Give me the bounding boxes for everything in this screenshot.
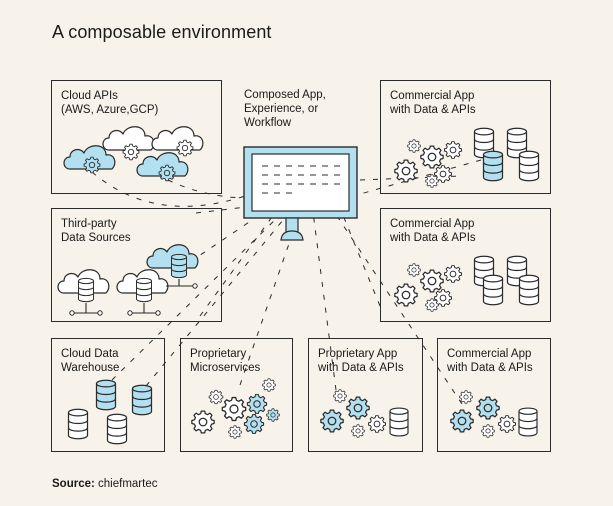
monitor-icon <box>243 146 358 241</box>
database-icon <box>106 413 128 445</box>
connector-line <box>339 207 381 307</box>
box-label: Commercial App with Data & APIs <box>447 348 533 374</box>
cloud-gear-icons <box>63 126 204 182</box>
database-icons <box>67 379 153 445</box>
database-icon <box>136 277 152 303</box>
page-title: A composable environment <box>52 22 272 42</box>
source-text: chiefmartec <box>94 478 158 490</box>
box-label: Proprietary Microservices <box>190 348 261 374</box>
gear-icon <box>176 139 194 157</box>
database-icon <box>67 408 89 440</box>
box-label: Third-party Data Sources <box>61 218 131 244</box>
connector-line <box>91 171 263 207</box>
center-label: Composed App, Experience, or Workflow <box>244 89 326 129</box>
box-label: Proprietary App with Data & APIs <box>318 348 404 374</box>
box-third-party-data: Third-party Data Sources <box>51 208 222 322</box>
gear-database-icons <box>394 255 540 312</box>
source-credit: Source: chiefmartec <box>52 478 157 490</box>
gear-database-icons <box>320 389 409 438</box>
cloud-database-icons <box>57 244 199 316</box>
gear-icon <box>122 143 140 161</box>
connector-line <box>145 213 289 387</box>
gear-icon <box>158 164 176 182</box>
gear-icons <box>191 378 280 439</box>
box-commercial-app-middle: Commercial App with Data & APIs <box>380 208 551 322</box>
box-proprietary-app: Proprietary App with Data & APIs <box>308 338 423 452</box>
gear-icon <box>83 156 101 174</box>
database-icon <box>95 379 117 411</box>
box-label: Commercial App with Data & APIs <box>390 90 476 116</box>
source-prefix: Source: <box>52 478 95 490</box>
box-label: Cloud APIs (AWS, Azure,GCP) <box>61 90 159 116</box>
connector-line <box>312 211 337 391</box>
box-label: Commercial App with Data & APIs <box>390 218 476 244</box>
connector-line <box>111 212 283 381</box>
connector-line <box>332 209 463 405</box>
database-icon <box>78 277 94 303</box>
database-icon <box>171 253 187 279</box>
connector-line <box>199 209 278 317</box>
connector-line <box>239 211 301 386</box>
gear-database-icons <box>450 390 538 438</box>
database-icon <box>131 384 153 416</box>
connector-line <box>359 175 463 181</box>
box-label: Cloud Data Warehouse <box>61 348 120 374</box>
